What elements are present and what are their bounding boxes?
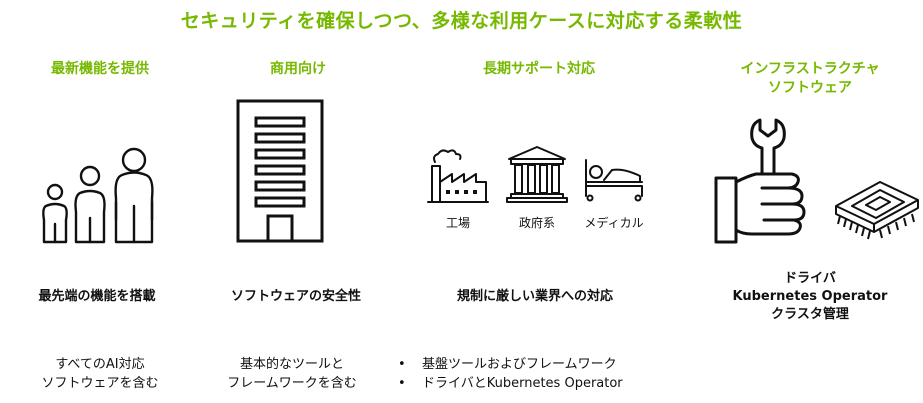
wrench-hand-icon: [714, 118, 806, 244]
desc-latest-line1: すべてのAI対応: [55, 357, 145, 372]
column-heading-long-term-support: 長期サポート対応: [483, 61, 595, 77]
desc-commercial-line2: フレームワークを含む: [227, 376, 357, 391]
hospital-bed-icon: [585, 159, 643, 202]
office-building-icon: [236, 99, 324, 243]
feature-driver: ドライバ: [784, 271, 836, 286]
desc-commercial-line1: 基本的なツールと: [239, 357, 344, 372]
government-building-icon: [506, 146, 568, 203]
column-heading-commercial: 商用向け: [270, 61, 326, 77]
page-title: セキュリティを確保しつつ、多様な利用ケースに対応する柔軟性: [180, 10, 743, 32]
feature-latest: 最先端の機能を搭載: [38, 289, 156, 304]
column-heading-infrastructure-line2: ソフトウェア: [768, 80, 852, 96]
label-factory: 工場: [445, 216, 470, 230]
list-item: ドライバとKubernetes Operator: [396, 374, 623, 393]
feature-cluster-management: クラスタ管理: [771, 307, 849, 322]
feature-kubernetes-operator: Kubernetes Operator: [732, 289, 888, 304]
feature-regulated-industries: 規制に厳しい業界への対応: [456, 289, 613, 304]
column-heading-latest-features: 最新機能を提供: [51, 61, 149, 77]
support-bullet-list: 基盤ツールおよびフレームワーク ドライバとKubernetes Operator: [396, 355, 623, 393]
list-item: 基盤ツールおよびフレームワーク: [396, 355, 623, 374]
desc-latest-line2: ソフトウェアを含む: [41, 376, 159, 391]
chip-icon: [835, 181, 919, 240]
feature-software-security: ソフトウェアの安全性: [230, 289, 361, 304]
family-icon: [42, 147, 154, 244]
column-heading-infrastructure-line1: インフラストラクチャ: [740, 61, 880, 77]
label-medical: メディカル: [584, 216, 644, 230]
label-government: 政府系: [518, 216, 555, 230]
factory-icon: [427, 149, 489, 203]
